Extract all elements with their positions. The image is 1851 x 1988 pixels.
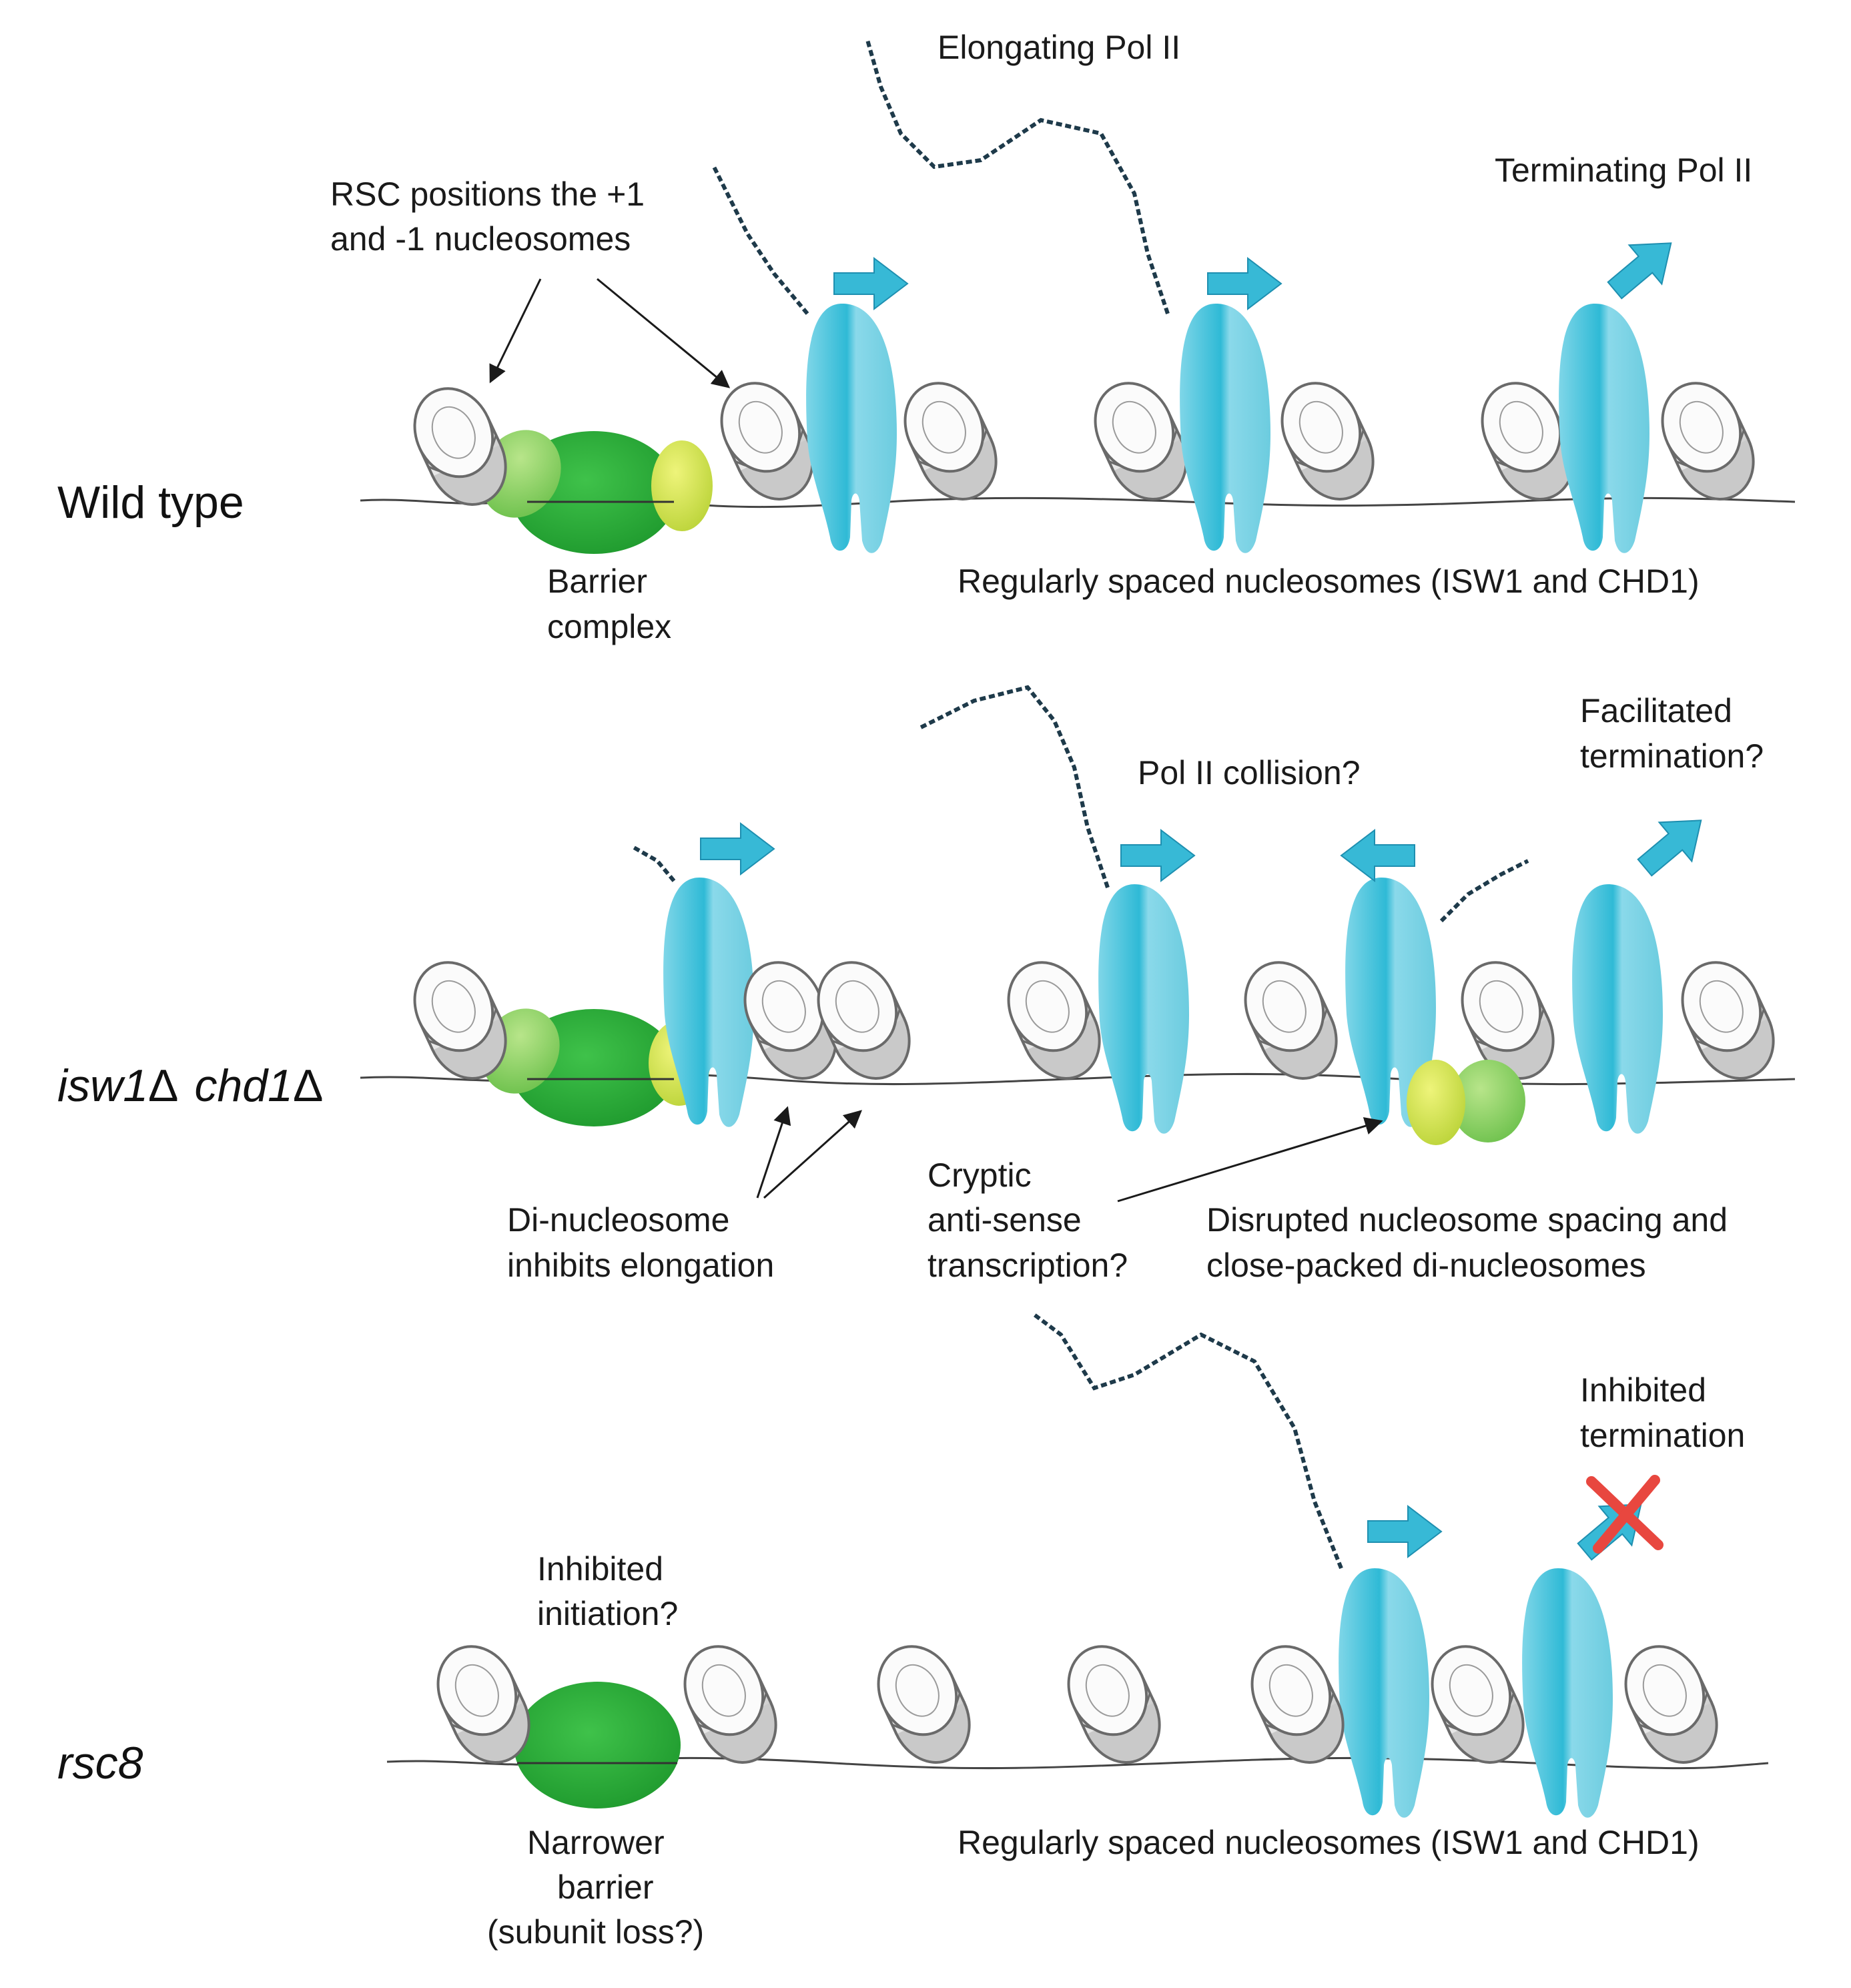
pol-ii xyxy=(806,304,897,553)
label-cryptic-3: transcription? xyxy=(928,1247,1128,1284)
panel-rsc8: rsc8 Inhibited termination Inhibited ini… xyxy=(57,1313,1769,1951)
nucleosome xyxy=(1610,1632,1732,1777)
label-inhib-init-1: Inhibited xyxy=(537,1550,663,1588)
nucleosome xyxy=(993,948,1115,1093)
label-rsc-2: and -1 nucleosomes xyxy=(330,220,631,258)
label-facilitated-1: Facilitated xyxy=(1580,692,1732,729)
pol-ii xyxy=(1572,884,1663,1134)
pol-ii xyxy=(1339,1568,1429,1818)
label-cryptic-2: anti-sense xyxy=(928,1201,1082,1239)
label-inhib-term-1: Inhibited xyxy=(1580,1371,1706,1409)
label-terminating: Terminating Pol II xyxy=(1495,151,1752,189)
label-barrier-2: complex xyxy=(547,608,671,645)
elongation-arrow xyxy=(1120,830,1195,882)
row-label-wild-type: Wild type xyxy=(57,477,244,528)
label-elongating: Elongating Pol II xyxy=(938,29,1180,66)
pol-ii xyxy=(1522,1568,1613,1818)
label-facilitated-2: termination? xyxy=(1580,737,1764,775)
pol-ii xyxy=(1180,304,1270,553)
row-label-rsc8: rsc8 xyxy=(57,1738,143,1788)
pol-ii xyxy=(1559,304,1649,553)
rna-transcript xyxy=(712,165,809,315)
label-dinuc-2: inhibits elongation xyxy=(507,1247,774,1284)
block-x-icon xyxy=(1586,1475,1663,1554)
antisense-subunit-light xyxy=(1451,1060,1525,1142)
nucleosome xyxy=(1230,948,1352,1093)
nucleosome xyxy=(1647,368,1769,514)
rna-transcript xyxy=(1033,1313,1343,1570)
termination-arrow xyxy=(1627,800,1718,888)
label-collision: Pol II collision? xyxy=(1138,754,1361,791)
nucleosome xyxy=(1417,1632,1539,1777)
nucleosome xyxy=(1667,948,1789,1093)
label-disrupted-1: Disrupted nucleosome spacing and xyxy=(1206,1201,1728,1239)
rna-transcript xyxy=(1439,859,1529,923)
antisense-subunit-yellow xyxy=(1407,1060,1465,1145)
panel-wild-type: Wild type Elongating Pol II Terminating xyxy=(57,29,1796,645)
rna-transcript xyxy=(919,685,1110,888)
elongation-arrow xyxy=(1207,258,1282,310)
elongation-arrow xyxy=(1367,1506,1442,1558)
label-narrower-3: (subunit loss?) xyxy=(487,1913,704,1951)
nucleosome xyxy=(863,1632,985,1777)
label-inhib-init-2: initiation? xyxy=(537,1595,678,1632)
narrower-barrier xyxy=(514,1682,681,1808)
label-narrower-1: Narrower xyxy=(527,1824,665,1861)
nucleosome xyxy=(1053,1632,1175,1777)
label-rsc-1: RSC positions the +1 xyxy=(330,176,645,213)
label-spacing: Regularly spaced nucleosomes (ISW1 and C… xyxy=(958,1824,1700,1861)
barrier-subunit-yellow xyxy=(651,440,713,531)
nucleosome xyxy=(889,368,1012,514)
elongation-arrow xyxy=(700,823,775,875)
rna-transcript xyxy=(865,39,1170,314)
label-disrupted-2: close-packed di-nucleosomes xyxy=(1206,1247,1646,1284)
rna-transcript xyxy=(633,846,676,882)
nucleosome xyxy=(1266,368,1389,514)
label-inhib-term-2: termination xyxy=(1580,1417,1745,1454)
antisense-arrow xyxy=(1341,830,1415,882)
label-dinuc-1: Di-nucleosome xyxy=(507,1201,729,1239)
label-narrower-2: barrier xyxy=(557,1869,653,1906)
termination-arrow xyxy=(1597,223,1688,311)
pol-ii xyxy=(1098,884,1189,1134)
label-cryptic-1: Cryptic xyxy=(928,1156,1032,1194)
label-barrier-1: Barrier xyxy=(547,563,647,600)
label-spacing: Regularly spaced nucleosomes (ISW1 and C… xyxy=(958,563,1700,600)
elongation-arrow xyxy=(833,258,908,310)
nucleosome xyxy=(669,1632,791,1777)
